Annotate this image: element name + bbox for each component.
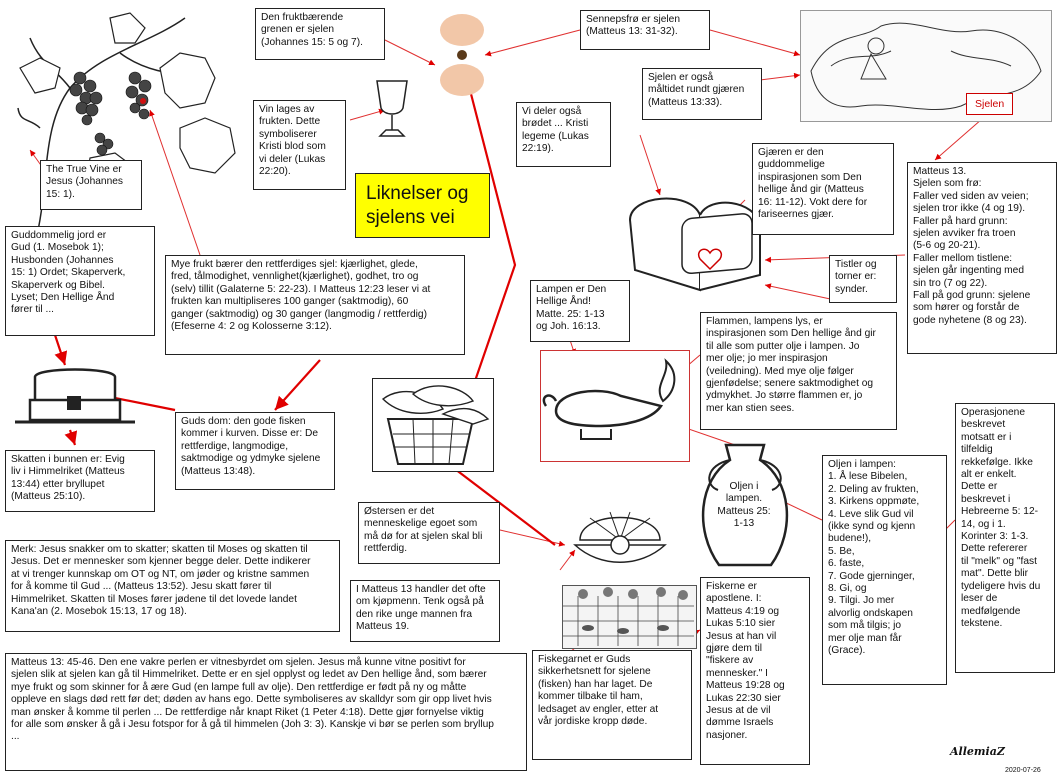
line-branch-seed <box>384 39 436 66</box>
oyster-pearl-illustration <box>573 511 667 563</box>
fishing-net-illustration <box>562 585 697 649</box>
mustard-seed-note: Sennepsfrø er sjelen (Matteus 13: 31-32)… <box>580 10 710 50</box>
line-meal-angel <box>759 72 801 81</box>
signature: AllemiaZ <box>950 745 1005 758</box>
lamp-spirit-note: Lampen er Den Hellige Ånd! Matte. 25: 1-… <box>530 280 630 342</box>
flame-note: Flammen, lampens lys, er inspirasjonen s… <box>700 312 897 430</box>
bread-illustration <box>628 197 761 292</box>
line-mustard-seed <box>484 29 581 57</box>
merchant-note: I Matteus 13 handler det ofte om kjøpmen… <box>350 580 500 642</box>
line-thistles <box>764 283 836 301</box>
line-oyster <box>499 529 566 547</box>
fishers-note: Fiskerne er apostlene. I: Matteus 4:19 o… <box>700 577 810 765</box>
arrow-seed-basket <box>463 89 517 411</box>
soul-angel-illustration: Sjelen <box>800 10 1052 122</box>
oyster-note: Østersen er det menneskelige egoet som m… <box>358 502 500 564</box>
arrow-soil-treasure <box>53 334 68 366</box>
treasure-note: Skatten i bunnen er: Evig liv i Himmelri… <box>5 450 155 512</box>
fruit-branch-note: Den fruktbærende grenen er sjelen (Johan… <box>255 8 385 60</box>
divine-soil-note: Guddommelig jord er Gud (1. Mosebok 1); … <box>5 226 155 336</box>
fish-basket-illustration <box>372 378 494 472</box>
oil-jar-label: Oljen i lampen. Matteus 25: 1-13 <box>717 481 771 530</box>
bread-note: Vi deler også brødet ... Kristi legeme (… <box>516 102 611 167</box>
treasure-chest-icon <box>15 368 135 424</box>
line-mustard-angel <box>709 29 801 57</box>
pearl-note: Matteus 13: 45-46. Den ene vakre perlen … <box>5 653 527 771</box>
soul-label: Sjelen <box>966 93 1014 115</box>
remark-note: Merk: Jesus snakker om to skatter; skatt… <box>5 540 340 632</box>
arrow-fruits-judgement <box>274 359 321 411</box>
yeast-note: Gjæren er den guddommelige inspirasjonen… <box>752 143 894 235</box>
sower-note: Matteus 13. Sjelen som frø: Faller ved s… <box>907 162 1057 354</box>
judgement-note: Guds dom: den gode fisken kommer i kurve… <box>175 412 335 490</box>
date-stamp: 2020-07-26 <box>1005 767 1041 774</box>
fruits-note: Mye frukt bærer den rettferdiges sjel: k… <box>165 255 465 355</box>
arrow-treasure-bottom <box>64 429 78 446</box>
leaven-meal-note: Sjelen er også måltidet rundt gjæren (Ma… <box>642 68 762 120</box>
page-title: Liknelser og sjelens vei <box>355 173 490 238</box>
net-note: Fiskegarnet er Guds sikkerhetsnett for s… <box>532 650 692 760</box>
vine-illustration <box>17 12 236 244</box>
true-vine-note: The True Vine er Jesus (Johannes 15: 1). <box>40 160 142 210</box>
mustard-seed-illustration <box>440 14 484 96</box>
oil-list-note: Oljen i lampen: 1. Å lese Bibelen, 2. De… <box>822 455 947 685</box>
oil-jar-illustration <box>701 443 789 567</box>
goblet-icon <box>376 80 408 137</box>
wine-note: Vin lages av frukten. Dette symboliserer… <box>253 100 346 190</box>
thistles-note: Tistler og torner er: synder. <box>829 255 897 303</box>
oil-lamp-illustration <box>540 350 690 462</box>
operations-note: Operasjonene beskrevet motsatt er i tilf… <box>955 403 1055 673</box>
